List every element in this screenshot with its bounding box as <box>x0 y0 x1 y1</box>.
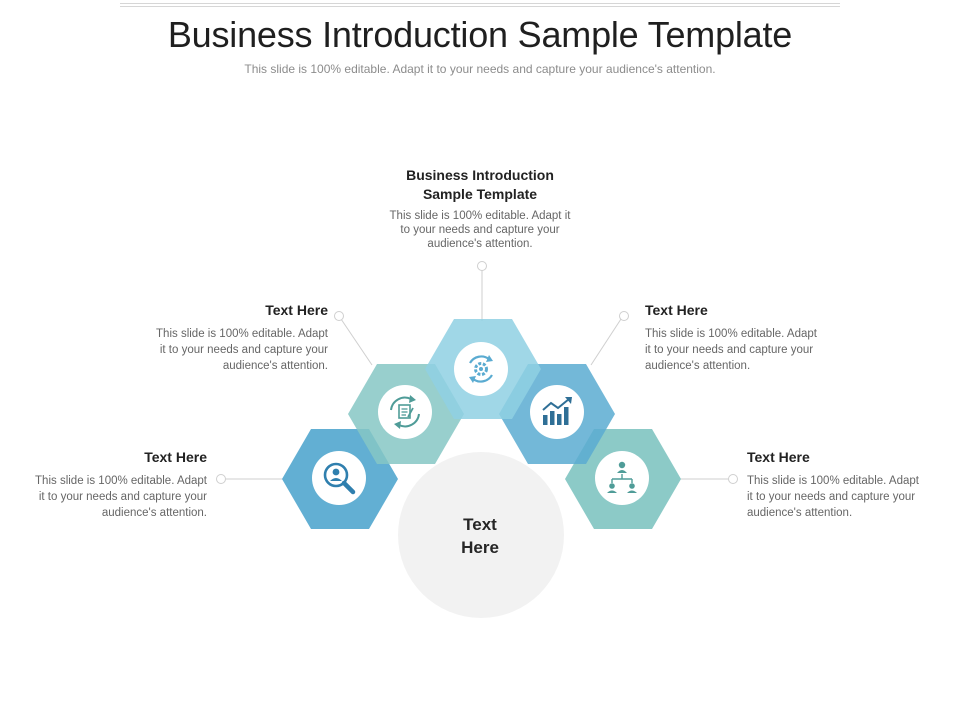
center-label: Text Here <box>420 513 540 559</box>
text-block-upper-right: Text Here This slide is 100% editable. A… <box>645 301 865 374</box>
text-block-upper-right-body: This slide is 100% editable. Adapt it to… <box>645 326 865 374</box>
slide-subtitle: This slide is 100% editable. Adapt it to… <box>244 62 716 76</box>
body-line: it to your needs and capture your <box>645 344 814 356</box>
connector-dot-top <box>477 261 487 271</box>
gear-cycle-icon <box>469 355 493 383</box>
top-rule <box>120 3 840 4</box>
body-line: This slide is 100% editable. Adapt <box>645 328 817 340</box>
heading-line: Sample Template <box>422 186 538 202</box>
body-line: This slide is 100% editable. Adapt it <box>389 210 571 222</box>
body-line: This slide is 100% editable. Adapt <box>156 328 328 340</box>
text-block-upper-right-heading: Text Here <box>645 302 708 318</box>
text-block-upper-left-heading: Text Here <box>265 302 328 318</box>
text-block-top-heading: Business Introduction Sample Template <box>370 166 590 204</box>
connector-upper-right <box>590 318 622 366</box>
center-label-line1: Text <box>463 515 497 534</box>
body-line: audience's attention. <box>747 507 853 519</box>
body-line: it to your needs and capture your <box>38 491 207 503</box>
body-line: This slide is 100% editable. Adapt <box>35 475 207 487</box>
text-block-lower-left: Text Here This slide is 100% editable. A… <box>0 448 207 521</box>
document-refresh-icon <box>390 395 420 429</box>
body-line: audience's attention. <box>222 360 328 372</box>
text-block-lower-right-heading: Text Here <box>747 449 810 465</box>
slide-title: Business Introduction Sample Template <box>167 14 793 55</box>
connector-dot-upper-left <box>334 311 344 321</box>
growth-chart-icon <box>542 397 572 425</box>
center-circle <box>398 452 564 618</box>
text-block-upper-left-body: This slide is 100% editable. Adapt it to… <box>110 326 328 374</box>
text-block-lower-right-body: This slide is 100% editable. Adapt it to… <box>747 473 957 521</box>
text-block-lower-left-body: This slide is 100% editable. Adapt it to… <box>0 473 207 521</box>
body-line: audience's attention. <box>427 238 533 250</box>
text-block-lower-right: Text Here This slide is 100% editable. A… <box>747 448 957 521</box>
body-line: it to your needs and capture your <box>159 344 328 356</box>
heading-line: Business Introduction <box>406 167 554 183</box>
icon-disc-upper-right <box>530 385 584 439</box>
text-block-upper-left: Text Here This slide is 100% editable. A… <box>110 301 328 374</box>
top-rule-secondary <box>120 6 840 7</box>
text-block-lower-left-heading: Text Here <box>144 449 207 465</box>
connector-upper-left <box>340 318 373 366</box>
connector-dot-lower-right <box>728 474 738 484</box>
center-label-line2: Here <box>461 538 499 557</box>
body-line: This slide is 100% editable. Adapt <box>747 475 919 487</box>
body-line: audience's attention. <box>645 360 751 372</box>
connector-dot-lower-left <box>216 474 226 484</box>
org-chart-icon <box>607 461 637 493</box>
icon-disc-lower-left <box>312 451 366 505</box>
text-block-top-body: This slide is 100% editable. Adapt it to… <box>370 209 590 251</box>
body-line: it to your needs and capture your <box>747 491 916 503</box>
connector-dot-upper-right <box>619 311 629 321</box>
body-line: to your needs and capture your <box>400 224 560 236</box>
text-block-top: Business Introduction Sample Template Th… <box>370 166 590 251</box>
body-line: audience's attention. <box>101 507 207 519</box>
magnifier-user-icon <box>323 462 356 495</box>
